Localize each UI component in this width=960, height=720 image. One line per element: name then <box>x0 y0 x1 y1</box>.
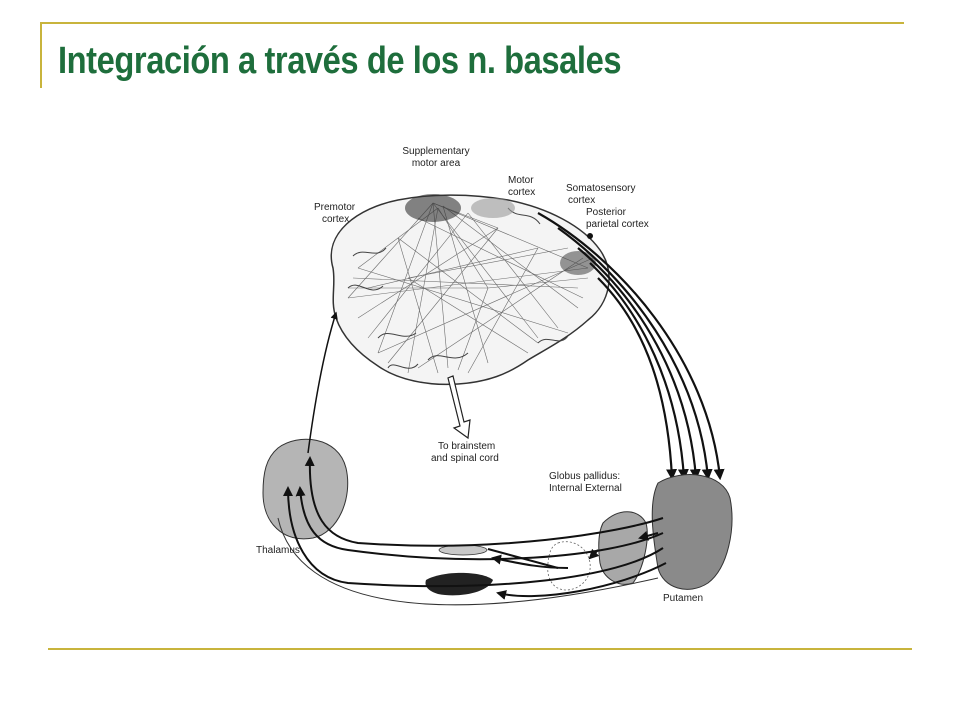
brainstem-arrow <box>447 375 471 440</box>
left-rule <box>40 22 42 88</box>
putamen <box>651 474 733 590</box>
cortical-connections <box>347 202 594 374</box>
sma-region <box>405 194 461 222</box>
globus-pallidus-external <box>598 511 648 585</box>
label-supplementary-2: motor area <box>412 158 461 169</box>
globus-pallidus-internal <box>547 541 591 591</box>
label-somatosensory: Somatosensory <box>566 183 635 194</box>
label-putamen: Putamen <box>663 593 703 604</box>
outer-return-loop <box>277 517 659 606</box>
label-motor-2: cortex <box>508 187 535 198</box>
label-posterior-2: parietal cortex <box>586 219 649 230</box>
bottom-rule <box>48 648 912 650</box>
cortico-striatal-arrows <box>537 212 725 481</box>
thalamo-cortical-arrow <box>307 311 338 454</box>
label-globus-2: Internal External <box>549 483 622 494</box>
label-somatosensory-2: cortex <box>568 195 595 206</box>
slide-title: Integración a través de los n. basales <box>58 40 622 82</box>
thalamus <box>262 438 349 540</box>
label-premotor-2: cortex <box>322 214 349 225</box>
label-supplementary: Supplementary <box>402 146 469 157</box>
label-thalamus: Thalamus <box>256 545 300 556</box>
label-motor: Motor <box>508 175 534 186</box>
label-brainstem: To brainstem <box>438 441 495 452</box>
top-rule <box>40 22 904 24</box>
label-premotor: Premotor <box>314 202 356 213</box>
diagram-svg: Supplementary motor area Motor cortex Pr… <box>256 146 733 606</box>
label-brainstem-2: and spinal cord <box>431 453 499 464</box>
basal-ganglia-loops <box>283 456 667 600</box>
basal-ganglia-diagram: Supplementary motor area Motor cortex Pr… <box>238 138 734 646</box>
label-globus: Globus pallidus: <box>549 471 620 482</box>
label-posterior: Posterior <box>586 207 627 218</box>
motor-region <box>471 198 515 218</box>
substantia-nigra <box>425 572 493 596</box>
